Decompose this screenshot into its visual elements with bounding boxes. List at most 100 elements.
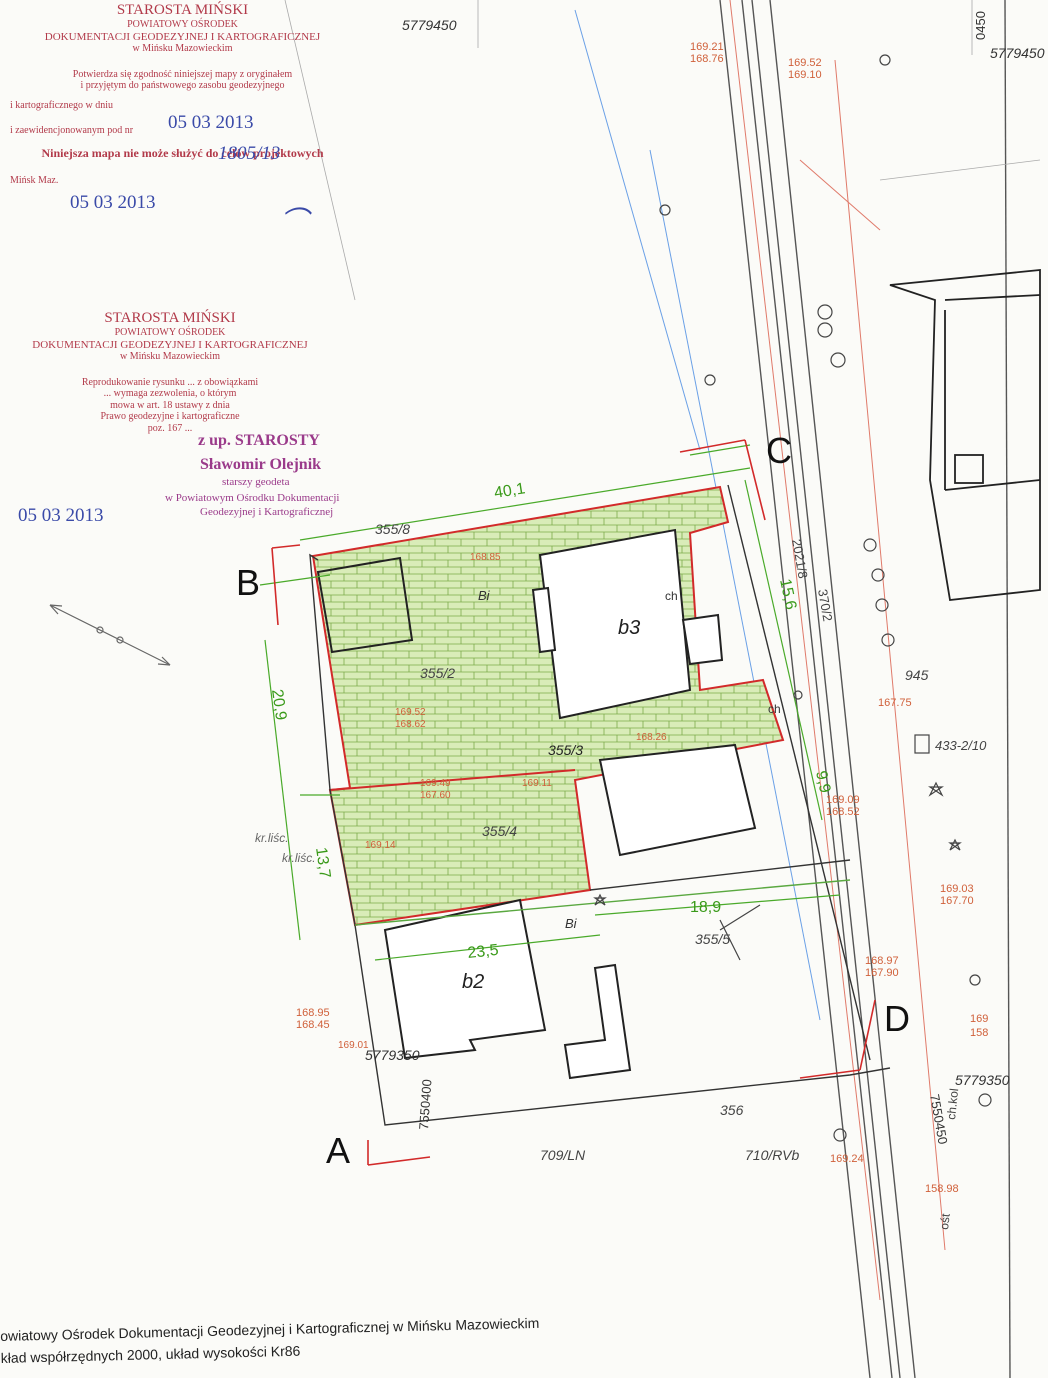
dim-left-upper: 20,9 (268, 688, 289, 721)
stamp-line: w Mińsku Mazowieckim (120, 351, 220, 363)
dim-right-upper: 15,6 (776, 577, 799, 611)
corner-label-a: A (326, 1130, 351, 1171)
stamp-date: 05 03 2013 (168, 112, 254, 133)
corner-label-c: C (766, 430, 792, 471)
stamp-date: 05 03 2013 (70, 192, 156, 213)
corner-markers (271, 439, 876, 1166)
dim-bottom: 23,5 (467, 942, 500, 962)
signature-stamp-line: starszy geodeta (222, 476, 290, 488)
pole-label: ch.kol (944, 1088, 961, 1121)
height-label: 158.98 (925, 1183, 959, 1195)
stamp-line: i przyjętym do państwowego zasobu geodez… (80, 80, 285, 92)
stamp-line: Prawo geodezyjne i kartograficzne (100, 411, 240, 423)
height-label: 169.24 (830, 1153, 864, 1165)
height-label: 168.95 (296, 1007, 330, 1019)
stamp-reg-number: 1805/13 (218, 143, 281, 164)
buildings (316, 528, 757, 1080)
grid-lines (284, 0, 1041, 301)
signature-stamp-line: Geodezyjnej i Kartograficznej (200, 506, 334, 518)
height-label: 168.76 (690, 53, 724, 65)
signature-stamp-line: w Powiatowym Ośrodku Dokumentacji (165, 492, 340, 504)
parcel-label: 355/8 (375, 521, 410, 537)
stamp-line: DOKUMENTACJI GEODEZYJNEJ I KARTOGRAFICZN… (32, 338, 308, 351)
coord-top-right-vertical: 0450 (973, 11, 988, 40)
certification-stamp-top: STAROSTA MIŃSKI POWIATOWY OŚRODEK DOKUME… (10, 2, 355, 186)
stamp-line: STAROSTA MIŃSKI (104, 310, 236, 326)
stamp-line: STAROSTA MIŃSKI (116, 2, 249, 18)
signature-stamp-line: Sławomir Olejnik (200, 456, 322, 473)
neighbour-building (889, 269, 1041, 601)
tree-label: kr.liśc. (255, 831, 289, 845)
stamp-line: DOKUMENTACJI GEODEZYJNEJ I KARTOGRAFICZN… (44, 30, 321, 43)
parcel-label: 355/2 (420, 665, 455, 681)
stamp-line: Reprodukowanie rysunku ... z obowiązkami (81, 376, 259, 388)
building-label: Bi (565, 916, 578, 931)
parcel-label: 355/3 (548, 742, 583, 758)
road-lines (719, 0, 1011, 1378)
stamp-line: i zaewidencjonowanym pod nr (10, 125, 134, 137)
height-label: 169.21 (690, 41, 724, 53)
height-label: 169.49 (420, 778, 451, 789)
parcel-boundaries (309, 484, 891, 1126)
map-symbols (593, 54, 992, 1142)
utility-lines (574, 0, 946, 1301)
parcel-label: 355/4 (482, 823, 517, 839)
height-label: 169.14 (365, 840, 396, 851)
stamp-line: mowa w art. 18 ustawy z dnia (110, 399, 230, 411)
dimension-lines (259, 444, 841, 961)
building-label: b2 (462, 971, 484, 993)
height-label: 167.60 (420, 790, 451, 801)
parcel-label: 2021/8 (789, 538, 811, 580)
pole-label: ośt (937, 1212, 953, 1230)
corner-label-d: D (884, 998, 910, 1039)
stamp-date: 05 03 2013 (18, 505, 104, 526)
height-label: 167.90 (865, 967, 899, 979)
certification-stamp-middle: STAROSTA MIŃSKI POWIATOWY OŚRODEK DOKUME… (0, 310, 340, 434)
stamp-line: i kartograficznego w dniu (10, 99, 114, 111)
parcel-label: 709/LN (540, 1147, 586, 1163)
coord-top-center: 5779450 (402, 17, 457, 33)
height-label: 169.52 (395, 707, 426, 718)
stamp-line: poz. 167 ... (147, 422, 193, 434)
stamp-line: POWIATOWY OŚRODEK (114, 327, 226, 339)
coord-left-bottom: 5779350 (365, 1047, 420, 1063)
dim-right-lower: 9,9 (812, 769, 833, 794)
signature-scribble: ⌒ (280, 207, 309, 238)
height-label: 169.52 (788, 57, 822, 69)
height-label: 168.97 (865, 955, 899, 967)
coord-top-right: 5779450 (990, 45, 1045, 61)
stamp-line: w Mińsku Mazowieckim (132, 43, 233, 55)
coord-vertical-left: 7550400 (416, 1079, 434, 1131)
height-label: 168.26 (636, 732, 667, 743)
parcel-label: 945 (905, 667, 929, 683)
height-label: 167.75 (878, 697, 912, 709)
coord-right-bottom: 5779350 (955, 1072, 1010, 1088)
north-arrow-icon (49, 604, 171, 666)
dim-top: 40,1 (493, 480, 527, 502)
stamp-line: Niniejsza mapa nie może służyć do celów … (41, 145, 324, 160)
signature-stamp-line: z up. STAROSTY (198, 432, 320, 449)
height-label: 168.62 (395, 719, 426, 730)
tree-label: kr.liśc. (282, 851, 316, 865)
map-text: 5779450 5779450 0450 5779350 5779350 755… (255, 11, 1045, 1230)
dim-left-lower: 13,7 (312, 846, 333, 879)
stamp-line: Potwierdza się zgodność niniejszej mapy … (72, 68, 293, 80)
height-label: 167.70 (940, 895, 974, 907)
parcel-label: 356 (720, 1102, 744, 1118)
corner-label-b: B (236, 562, 261, 603)
dim-bottom-right: 18,9 (690, 899, 721, 916)
height-label: 169.01 (338, 1040, 369, 1051)
parcel-label: 710/RVb (745, 1147, 799, 1163)
height-label: 158 (970, 1027, 988, 1039)
parcel-label: 433-2/10 (935, 738, 987, 753)
height-label: 169.10 (788, 69, 822, 81)
height-label: 169.11 (522, 778, 552, 789)
height-label: 168.45 (296, 1019, 330, 1031)
parcel-label: 370/2 (815, 588, 835, 623)
stamp-line: POWIATOWY OŚRODEK (127, 19, 238, 31)
stamp-line: ... wymaga zezwolenia, o którym (103, 388, 237, 400)
parcel-label: 355/5 (695, 931, 730, 947)
building-label: ch (768, 702, 781, 716)
